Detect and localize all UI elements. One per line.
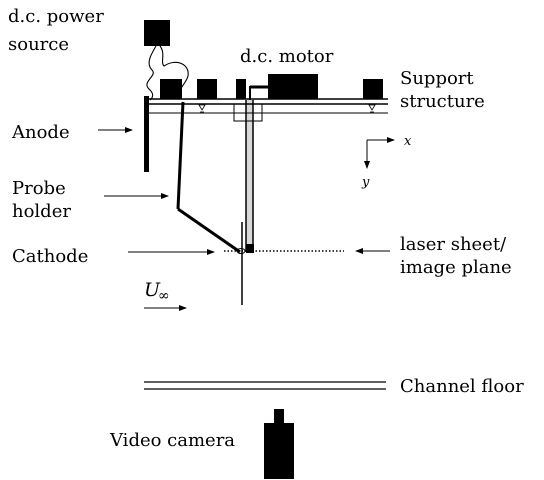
power-source-label: d.c. power source (8, 6, 110, 55)
motor-label: d.c. motor (240, 46, 334, 67)
power-cable (146, 45, 189, 101)
channel-floor (144, 381, 386, 390)
channel-floor-label: Channel floor (400, 376, 524, 397)
dc-motor (249, 74, 318, 100)
support-structure-label: Support structure (400, 68, 485, 112)
probe-holder-label: Probe holder (12, 178, 71, 222)
laser-sheet-label: laser sheet/ image plane (400, 234, 512, 278)
motor-shaft (245, 100, 254, 253)
support-blocks (160, 79, 383, 99)
anode-label: Anode (11, 122, 70, 143)
support-structure (146, 98, 388, 122)
video-camera-label: Video camera (109, 430, 235, 451)
power-source (144, 20, 170, 46)
coordinate-axes (364, 137, 395, 169)
freestream-symbol: U (144, 279, 161, 301)
y-axis-label: y (361, 175, 370, 190)
video-camera (264, 409, 294, 479)
anode (144, 96, 149, 172)
freestream-velocity: U ∞ (144, 279, 187, 311)
probe-holder (176, 101, 241, 254)
freestream-subscript: ∞ (158, 288, 170, 304)
x-axis-label: x (404, 134, 412, 149)
cathode-label: Cathode (12, 246, 88, 267)
